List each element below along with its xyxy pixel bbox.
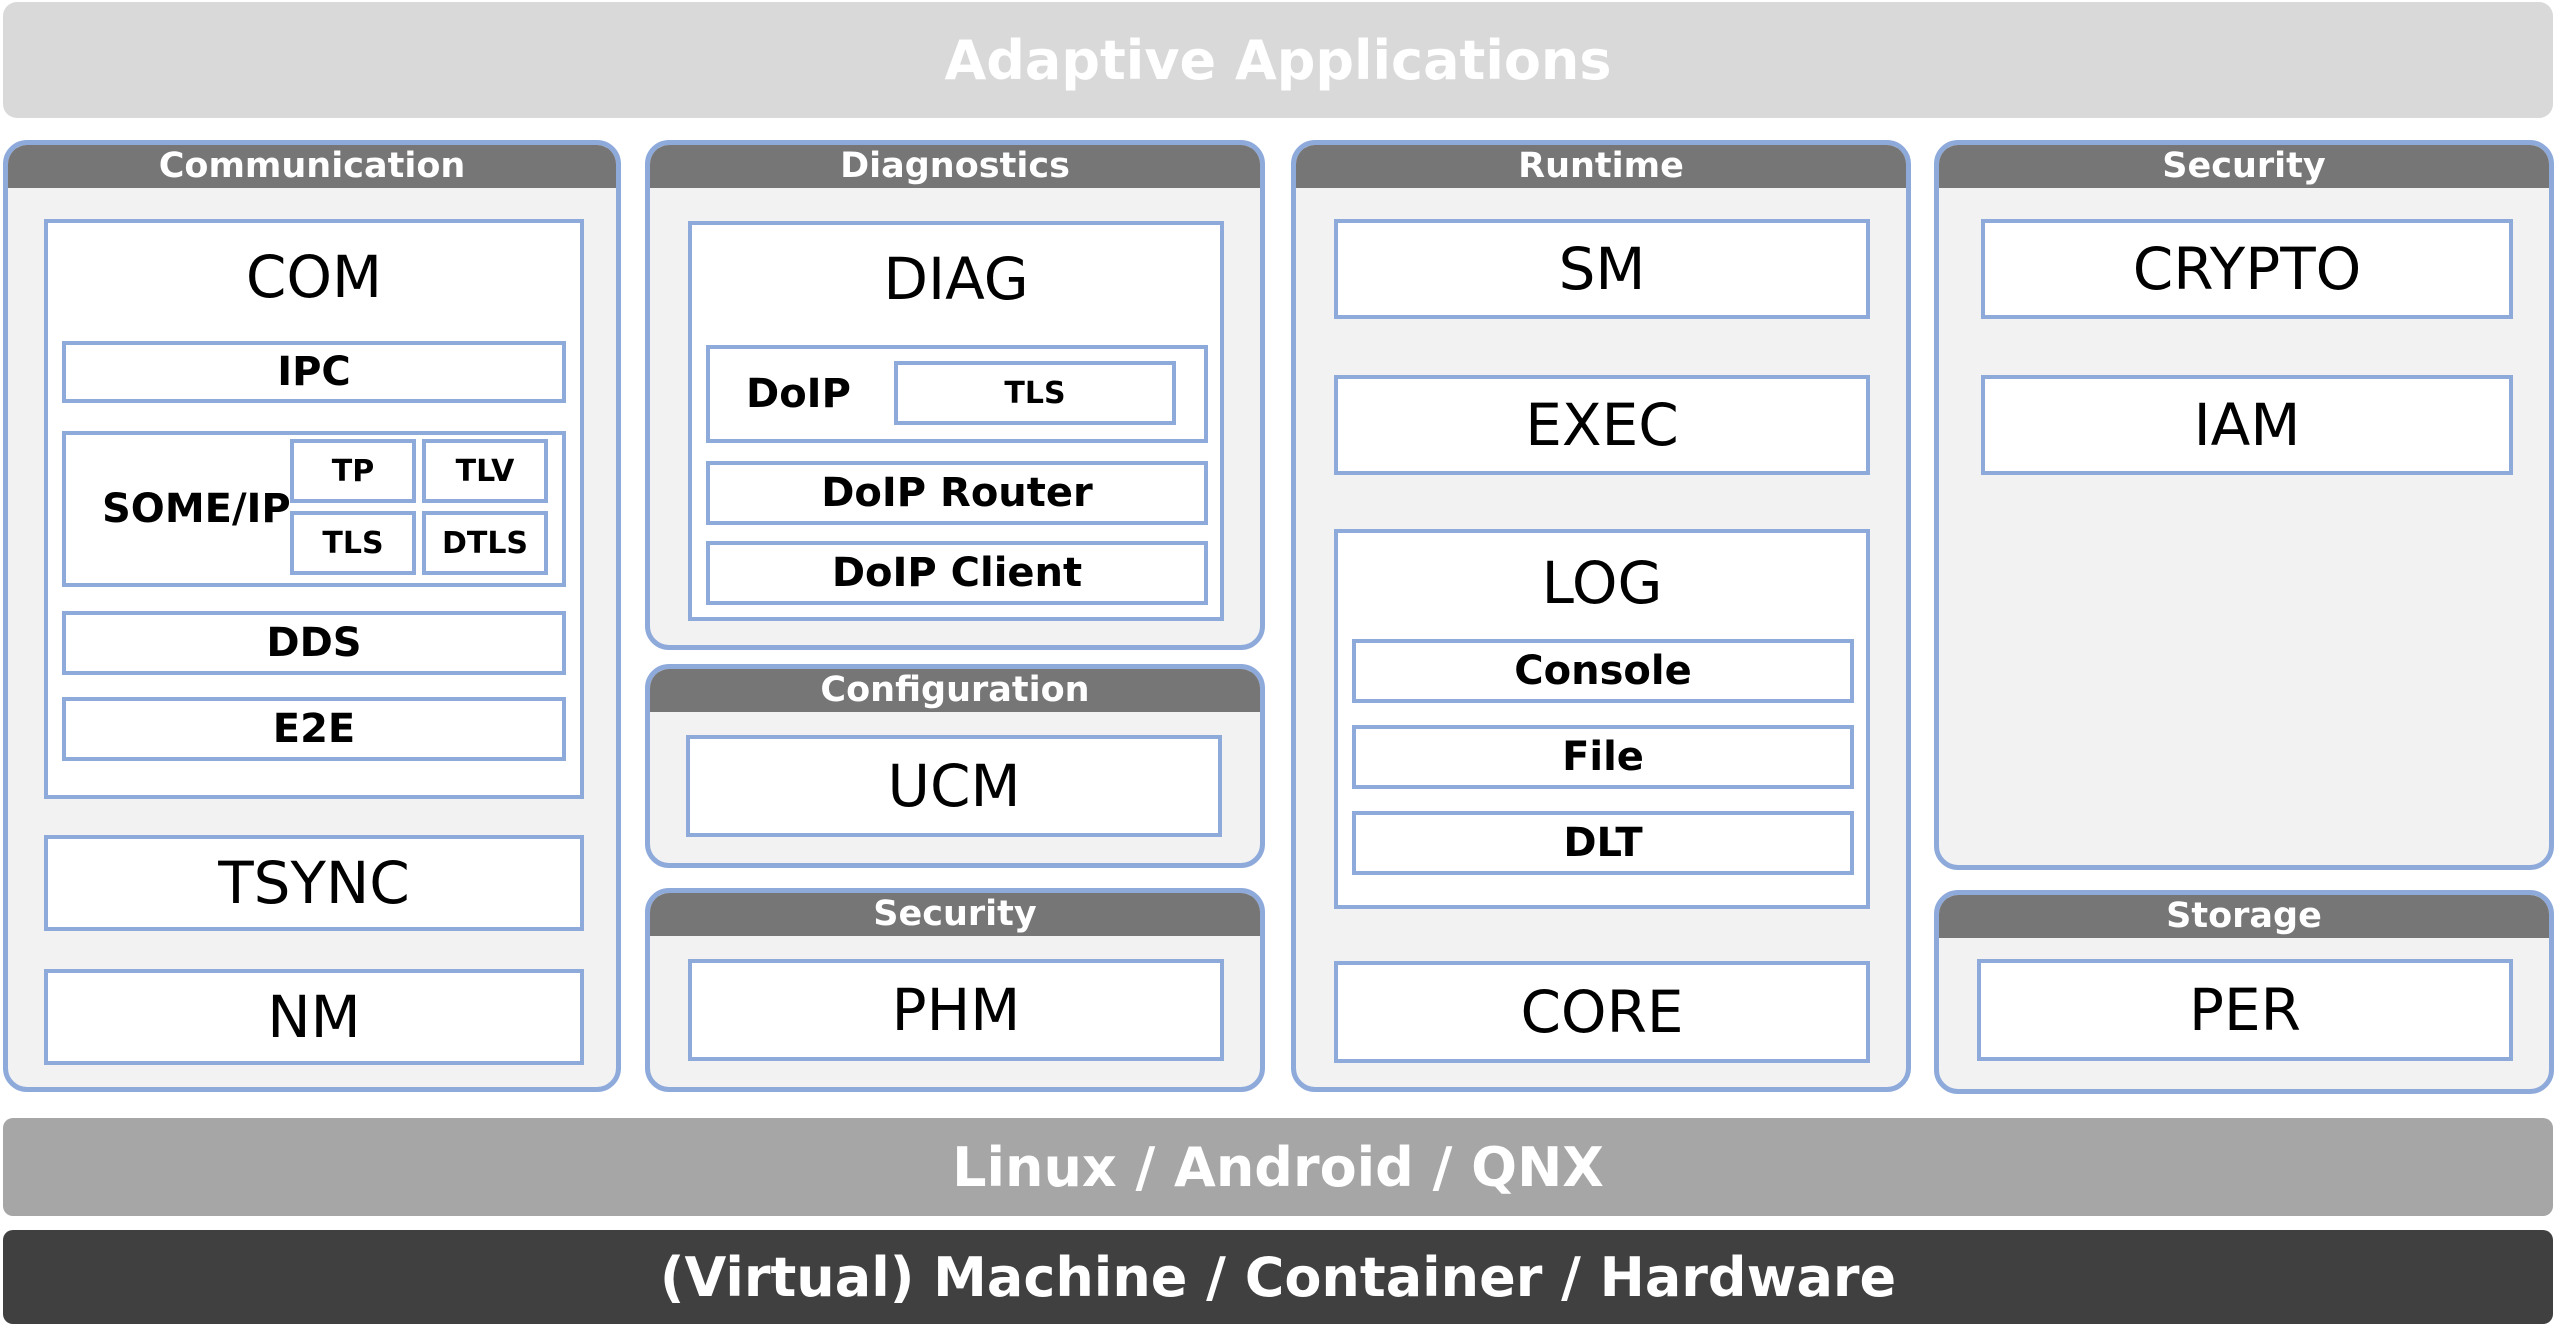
per-box: PER — [1977, 959, 2513, 1061]
phm-box: PHM — [688, 959, 1224, 1061]
hardware-band: (Virtual) Machine / Container / Hardware — [3, 1230, 2553, 1324]
dtls-box: DTLS — [422, 511, 548, 575]
doip-label: DoIP — [746, 371, 851, 417]
dds-box: DDS — [62, 611, 566, 675]
tsync-box: TSYNC — [44, 835, 584, 931]
log-title: LOG — [1541, 549, 1663, 617]
dlt-box: DLT — [1352, 811, 1854, 875]
hardware-label: (Virtual) Machine / Container / Hardware — [659, 1245, 1897, 1309]
someip-container: SOME/IP TP TLV TLS DTLS — [62, 431, 566, 587]
diagnostics-panel: Diagnostics DIAG DoIP TLS DoIP Router Do… — [645, 140, 1265, 650]
configuration-panel: Configuration UCM — [645, 664, 1265, 868]
exec-box: EXEC — [1334, 375, 1870, 475]
diag-title: DIAG — [883, 245, 1029, 313]
ucm-box: UCM — [686, 735, 1222, 837]
tp-box: TP — [290, 439, 416, 503]
runtime-panel: Runtime SM EXEC LOG Console File DLT COR… — [1291, 140, 1911, 1092]
security-right-header: Security — [1939, 145, 2549, 188]
core-box: CORE — [1334, 961, 1870, 1063]
doip-tls-box: TLS — [894, 361, 1176, 425]
file-box: File — [1352, 725, 1854, 789]
doip-router-box: DoIP Router — [706, 461, 1208, 525]
storage-panel: Storage PER — [1934, 890, 2554, 1094]
security-mid-header: Security — [650, 893, 1260, 936]
someip-label: SOME/IP — [102, 486, 291, 532]
tls-box: TLS — [290, 511, 416, 575]
doip-client-box: DoIP Client — [706, 541, 1208, 605]
e2e-box: E2E — [62, 697, 566, 761]
com-container: COM IPC SOME/IP TP TLV TLS DTLS DDS E2E — [44, 219, 584, 799]
tlv-box: TLV — [422, 439, 548, 503]
sm-box: SM — [1334, 219, 1870, 319]
iam-box: IAM — [1981, 375, 2513, 475]
console-box: Console — [1352, 639, 1854, 703]
diag-container: DIAG DoIP TLS DoIP Router DoIP Client — [688, 221, 1224, 621]
security-panel-mid: Security PHM — [645, 888, 1265, 1092]
communication-header: Communication — [8, 145, 616, 188]
doip-container: DoIP TLS — [706, 345, 1208, 443]
security-panel-right: Security CRYPTO IAM — [1934, 140, 2554, 870]
storage-header: Storage — [1939, 895, 2549, 938]
runtime-header: Runtime — [1296, 145, 1906, 188]
diagnostics-header: Diagnostics — [650, 145, 1260, 188]
ipc-box: IPC — [62, 341, 566, 403]
os-band: Linux / Android / QNX — [3, 1118, 2553, 1216]
os-label: Linux / Android / QNX — [952, 1135, 1604, 1199]
communication-panel: Communication COM IPC SOME/IP TP TLV TLS… — [3, 140, 621, 1092]
adaptive-applications-band: Adaptive Applications — [3, 2, 2553, 118]
log-container: LOG Console File DLT — [1334, 529, 1870, 909]
nm-box: NM — [44, 969, 584, 1065]
crypto-box: CRYPTO — [1981, 219, 2513, 319]
configuration-header: Configuration — [650, 669, 1260, 712]
com-title: COM — [245, 243, 383, 311]
adaptive-applications-label: Adaptive Applications — [944, 28, 1612, 92]
